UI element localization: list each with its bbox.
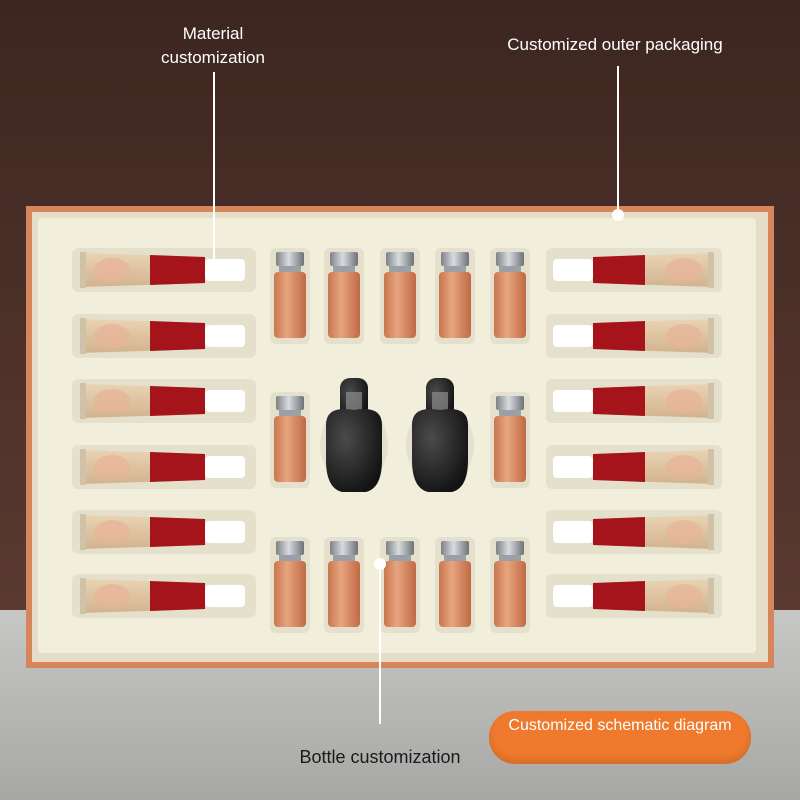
vial-top-3 bbox=[380, 248, 420, 344]
vial-middle-right bbox=[490, 392, 530, 488]
tube-left-5 bbox=[72, 510, 256, 554]
tube-left-6 bbox=[72, 574, 256, 618]
material-leader-line bbox=[213, 72, 215, 270]
bottle-leader-line bbox=[379, 566, 381, 724]
tube-left-4 bbox=[72, 445, 256, 489]
tube-left-1 bbox=[72, 248, 256, 292]
outer-packaging-label: Customized outer packaging bbox=[507, 35, 723, 54]
dropper-bottle-left bbox=[320, 378, 388, 492]
tube-left-3 bbox=[72, 379, 256, 423]
outer-packaging-leader-dot bbox=[612, 209, 624, 221]
bottle-customization-label: Bottle customization bbox=[299, 747, 461, 767]
tube-right-2 bbox=[546, 314, 722, 358]
vial-top-5 bbox=[490, 248, 530, 344]
material-leader-dot bbox=[208, 264, 220, 276]
vial-bottom-2 bbox=[324, 537, 364, 633]
vial-middle-left bbox=[270, 392, 310, 488]
bottle-leader-dot bbox=[374, 558, 386, 570]
schematic-diagram-label: Customized schematic diagram bbox=[508, 717, 732, 734]
vial-top-4 bbox=[435, 248, 475, 344]
tube-left-2 bbox=[72, 314, 256, 358]
schematic-diagram-badge: Customized schematic diagram bbox=[489, 711, 751, 764]
vial-bottom-5 bbox=[490, 537, 530, 633]
tube-right-1 bbox=[546, 248, 722, 292]
vial-bottom-1 bbox=[270, 537, 310, 633]
tube-right-3 bbox=[546, 379, 722, 423]
vial-top-2 bbox=[324, 248, 364, 344]
vial-bottom-3 bbox=[380, 537, 420, 633]
tube-right-5 bbox=[546, 510, 722, 554]
vial-bottom-4 bbox=[435, 537, 475, 633]
dropper-bottle-right bbox=[406, 378, 474, 492]
tube-right-4 bbox=[546, 445, 722, 489]
vial-top-1 bbox=[270, 248, 310, 344]
tube-right-6 bbox=[546, 574, 722, 618]
material-customization-label: Material customization bbox=[161, 24, 265, 67]
vial-group bbox=[270, 248, 530, 633]
outer-packaging-leader-line bbox=[617, 66, 619, 214]
tube-group bbox=[72, 248, 722, 618]
